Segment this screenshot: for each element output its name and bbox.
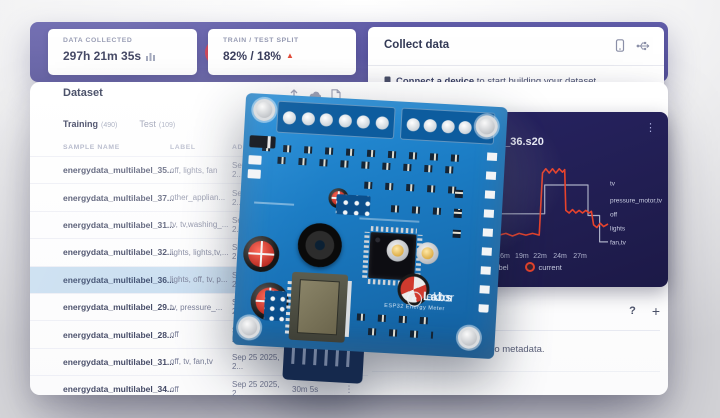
train-test-value: 82% / 18% xyxy=(223,49,282,63)
divider xyxy=(372,330,660,331)
solder-pad xyxy=(248,155,262,165)
connect-device-suffix: to start building your dataset. xyxy=(474,76,599,87)
sample-added-cell: Sep 25 2025, 2... xyxy=(232,380,280,399)
add-metadata-button[interactable]: + xyxy=(651,303,660,319)
sample-name-cell: energydata_multilabel_28... xyxy=(63,329,175,340)
sample-row[interactable]: energydata_multilabel_34...off Sep 25 202… xyxy=(30,375,368,402)
sample-label-cell: off xyxy=(170,330,179,340)
data-collected-label: DATA COLLECTED xyxy=(63,37,133,44)
panel-kebab-icon[interactable]: ⋮ xyxy=(645,122,656,134)
svg-text:fan,tv: fan,tv xyxy=(610,239,627,246)
svg-text:off: off xyxy=(610,212,617,219)
bar-chart-icon xyxy=(146,52,156,61)
svg-text:22m: 22m xyxy=(533,253,547,260)
data-collected-value: 297h 21m 35s xyxy=(63,49,142,63)
sample-added-cell: Sep 25 2025, 2... xyxy=(232,352,280,371)
help-button[interactable]: ? xyxy=(629,305,636,317)
column-header: LABEL xyxy=(170,143,196,151)
pin-header xyxy=(335,194,371,216)
svg-text:27m: 27m xyxy=(573,253,587,260)
sample-name-cell: energydata_multilabel_34... xyxy=(63,384,175,395)
metadata-empty-text: No metadata. xyxy=(487,344,545,355)
stat-card-data-collected: DATA COLLECTED 297h 21m 35s xyxy=(48,29,232,75)
column-header: SAMPLE NAME xyxy=(63,143,120,151)
sample-label-cell: off, lights, fan xyxy=(170,165,218,175)
sample-label-cell: tv, pressure_... xyxy=(170,302,223,312)
dataset-title: Dataset xyxy=(63,87,103,99)
sample-label-cell: lights, off, tv, p... xyxy=(170,275,228,285)
divider xyxy=(372,371,660,372)
diode xyxy=(249,135,276,149)
sample-name-cell: energydata_multilabel_29... xyxy=(63,302,175,313)
dataset-tabs: Training(490) Test(109) xyxy=(63,119,175,129)
stat-card-train-test-split: TRAIN / TEST SPLIT 82% / 18% ▲ xyxy=(208,29,548,75)
usb-icon[interactable] xyxy=(636,40,651,52)
legend-dot xyxy=(524,262,535,272)
tab-test[interactable]: Test(109) xyxy=(139,119,176,129)
svg-text:16m: 16m xyxy=(496,253,510,260)
phone-icon[interactable] xyxy=(615,39,625,52)
svg-text:24m: 24m xyxy=(553,253,567,260)
train-test-label: TRAIN / TEST SPLIT xyxy=(223,37,299,44)
row-kebab-icon[interactable]: ⋮ xyxy=(344,383,354,394)
divider xyxy=(368,65,664,66)
sample-label-cell: lights, lights,tv,... xyxy=(170,247,229,257)
svg-text:tv: tv xyxy=(610,180,616,187)
sample-name-cell: energydata_multilabel_32... xyxy=(63,247,175,258)
svg-text:pressure_motor,tv: pressure_motor,tv xyxy=(610,197,663,204)
warning-icon: ▲ xyxy=(286,51,294,60)
esp32-module xyxy=(288,271,349,343)
tab-training[interactable]: Training(490) xyxy=(63,119,118,129)
sample-label-cell: tv, tv,washing_... xyxy=(170,220,229,230)
terminal-block xyxy=(276,100,396,140)
sample-label-cell: other_applian... xyxy=(170,193,226,203)
sample-name-cell: energydata_multilabel_37... xyxy=(63,192,175,203)
svg-text:lights: lights xyxy=(610,225,626,232)
pin-header xyxy=(263,290,288,322)
legend-item-current[interactable]: current xyxy=(524,262,562,272)
sample-name-cell: energydata_multilabel_36... xyxy=(63,274,175,285)
sample-length-cell: 30m 5s xyxy=(292,384,319,394)
svg-text:19m: 19m xyxy=(515,253,529,260)
metadata-actions: ? + xyxy=(372,303,660,319)
connect-device-link[interactable]: Connect a device xyxy=(396,76,474,87)
sample-name-cell: energydata_multilabel_31... xyxy=(63,219,175,230)
sample-name-cell: energydata_multilabel_31... xyxy=(63,356,175,367)
sample-label-cell: off xyxy=(170,384,179,394)
solder-pad xyxy=(247,169,261,179)
sample-label-cell: off, tv, fan,tv xyxy=(170,357,213,367)
collect-data-title: Collect data xyxy=(384,39,450,51)
sample-name-cell: energydata_multilabel_35... xyxy=(63,165,175,176)
